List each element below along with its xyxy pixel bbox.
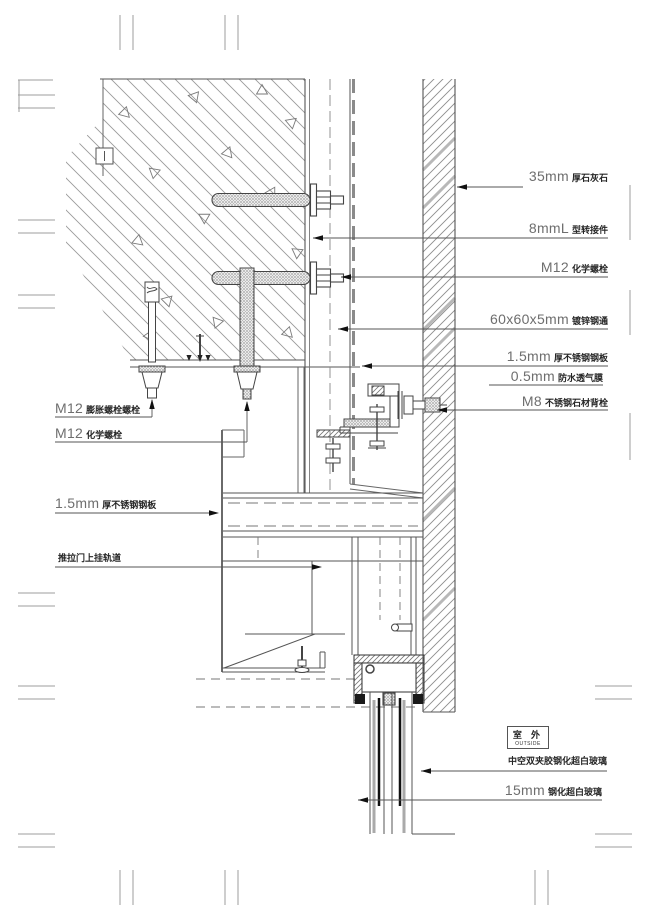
glass-panes <box>369 692 455 835</box>
label-size-text: M12 <box>55 425 84 441</box>
setting-block-right <box>413 694 423 704</box>
label-desc-text: 中空双夹胶钢化超白玻璃 <box>507 757 607 767</box>
label-size-text: 1.5mm <box>55 495 100 511</box>
label-expansion-bolt-left: M12 膨胀螺栓螺栓 <box>55 400 140 416</box>
label-size-text: 35mm <box>528 168 569 184</box>
sheet-border-marks <box>18 15 632 905</box>
limestone-panel <box>421 79 457 713</box>
leader-lines <box>55 186 608 801</box>
stone-anchor-bracket <box>316 383 447 472</box>
anchor-bolt-lower <box>211 261 345 295</box>
label-waterproof-membrane: 0.5mm 防水透气膜 <box>511 368 603 384</box>
anchor-bolt-upper <box>211 183 345 217</box>
outside-marker-cn: 室 外 <box>512 731 544 741</box>
label-chemical-bolt-left: M12 化学螺栓 <box>55 425 122 441</box>
clamp-fixing-bolt <box>391 623 413 632</box>
label-desc-text: 化学螺栓 <box>571 265 608 275</box>
label-steel-tube: 60x60x5mm 镀锌钢通 <box>490 311 608 327</box>
setting-block-left <box>355 694 365 704</box>
label-chemical-bolt-right: M12 化学螺栓 <box>541 259 608 275</box>
label-desc-text: 膨胀螺栓螺栓 <box>86 406 141 416</box>
steel-mullion-tube <box>304 79 355 493</box>
label-stainless-sheet-right: 1.5mm 厚不锈钢钢板 <box>507 348 608 364</box>
label-size-text: 8mmL <box>528 220 569 236</box>
label-desc-text: 厚不锈钢钢板 <box>102 501 157 511</box>
label-door-track: 推拉门上挂轨道 <box>55 551 121 564</box>
label-desc-text: 镀锌钢通 <box>571 317 608 327</box>
label-size-text: 0.5mm <box>510 368 555 384</box>
self-tapping-screw <box>186 334 211 362</box>
expansion-bolt <box>138 281 166 399</box>
label-tempered-glass: 15mm 钢化超白玻璃 <box>505 782 602 798</box>
label-desc-text: 不锈钢石材背栓 <box>544 399 608 409</box>
label-size-text: 1.5mm <box>506 348 551 364</box>
glass-spacer <box>382 692 396 706</box>
label-size-text: 60x60x5mm <box>490 311 569 327</box>
label-size-text: M12 <box>55 400 84 416</box>
label-desc-text: 厚不锈钢钢板 <box>553 354 608 364</box>
label-l-adapter: 8mmL 型转接件 <box>529 220 608 236</box>
label-desc-text: 推拉门上挂轨道 <box>58 554 122 564</box>
label-size-text: M8 <box>521 393 542 409</box>
outside-marker-en: OUTSIDE <box>515 741 541 747</box>
label-limestone: 35mm 厚石灰石 <box>529 168 608 184</box>
outside-marker: 室 外 OUTSIDE <box>507 726 549 749</box>
label-size-text: 15mm <box>504 782 545 798</box>
label-igu-glass: 中空双夹胶钢化超白玻璃 <box>505 754 607 767</box>
concrete-slab <box>66 78 305 360</box>
label-desc-text: 厚石灰石 <box>571 174 608 184</box>
label-desc-text: 化学螺栓 <box>86 431 123 441</box>
label-desc-text: 型转接件 <box>571 226 608 236</box>
label-back-bolt: M8 不锈钢石材背栓 <box>522 393 608 409</box>
label-size-text: M12 <box>540 259 569 275</box>
label-desc-text: 防水透气膜 <box>557 374 603 384</box>
closure-pocket <box>196 561 420 708</box>
leader-arrowheads <box>149 184 467 803</box>
chemical-anchor-bolt <box>233 267 261 400</box>
glass-clamp <box>353 654 425 706</box>
label-desc-text: 钢化超白玻璃 <box>547 788 602 798</box>
door-header-plate <box>221 429 423 672</box>
label-stainless-sheet-left: 1.5mm 厚不锈钢钢板 <box>55 495 156 511</box>
